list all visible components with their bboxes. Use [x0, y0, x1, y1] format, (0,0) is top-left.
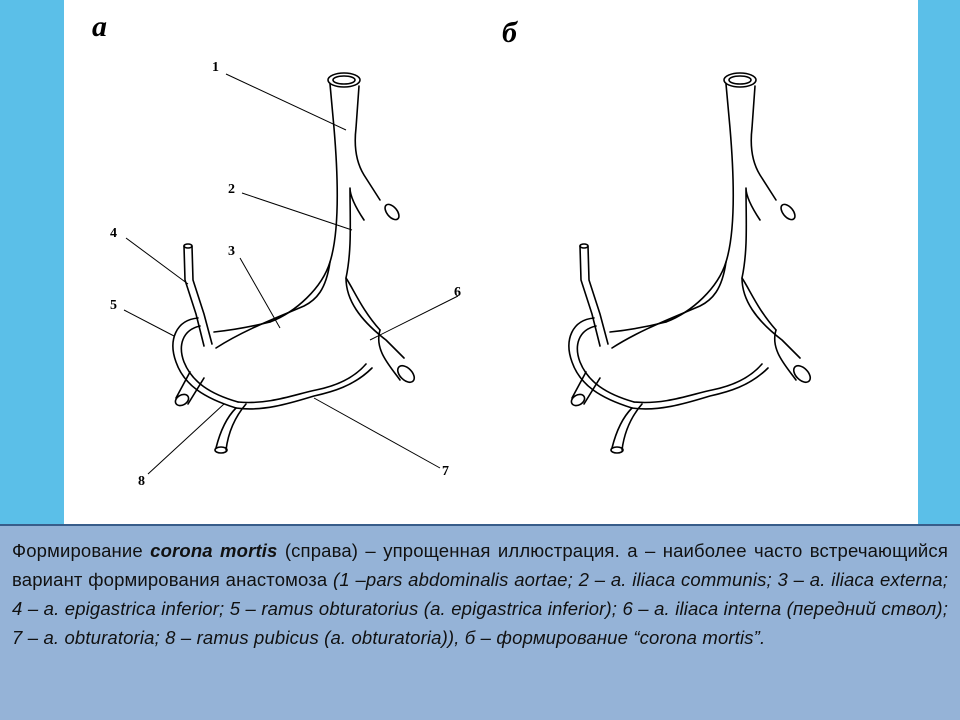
- label-5: 5: [110, 298, 117, 313]
- caption-part-2: corona mortis: [150, 540, 278, 561]
- label-4: 4: [110, 226, 117, 241]
- caption-part-4: (1 –pars abdominalis aortae; 2 – a. ilia…: [12, 569, 948, 648]
- caption-text: Формирование corona mortis (справа) – уп…: [12, 536, 948, 652]
- panel-a-letter: а: [92, 10, 107, 43]
- label-8: 8: [138, 474, 145, 489]
- panel-b-letter: б: [502, 16, 517, 49]
- label-1: 1: [212, 60, 219, 75]
- leader-lines: [123, 73, 459, 475]
- caption-part-1: Формирование: [12, 540, 151, 561]
- panel-b-vessels: [568, 72, 815, 454]
- label-7: 7: [442, 464, 449, 479]
- label-3: 3: [228, 244, 235, 259]
- label-2: 2: [228, 182, 235, 197]
- panel-a-vessels: [172, 72, 419, 454]
- caption-box: Формирование corona mortis (справа) – уп…: [0, 524, 960, 720]
- figure-panel: а б 1 2 3 4 5 6 7 8: [64, 0, 918, 524]
- caption-part-3: (справа) – упрощенная иллюстрация. а – н…: [12, 540, 948, 590]
- label-6: 6: [454, 285, 461, 300]
- vessel-diagram: [123, 72, 815, 475]
